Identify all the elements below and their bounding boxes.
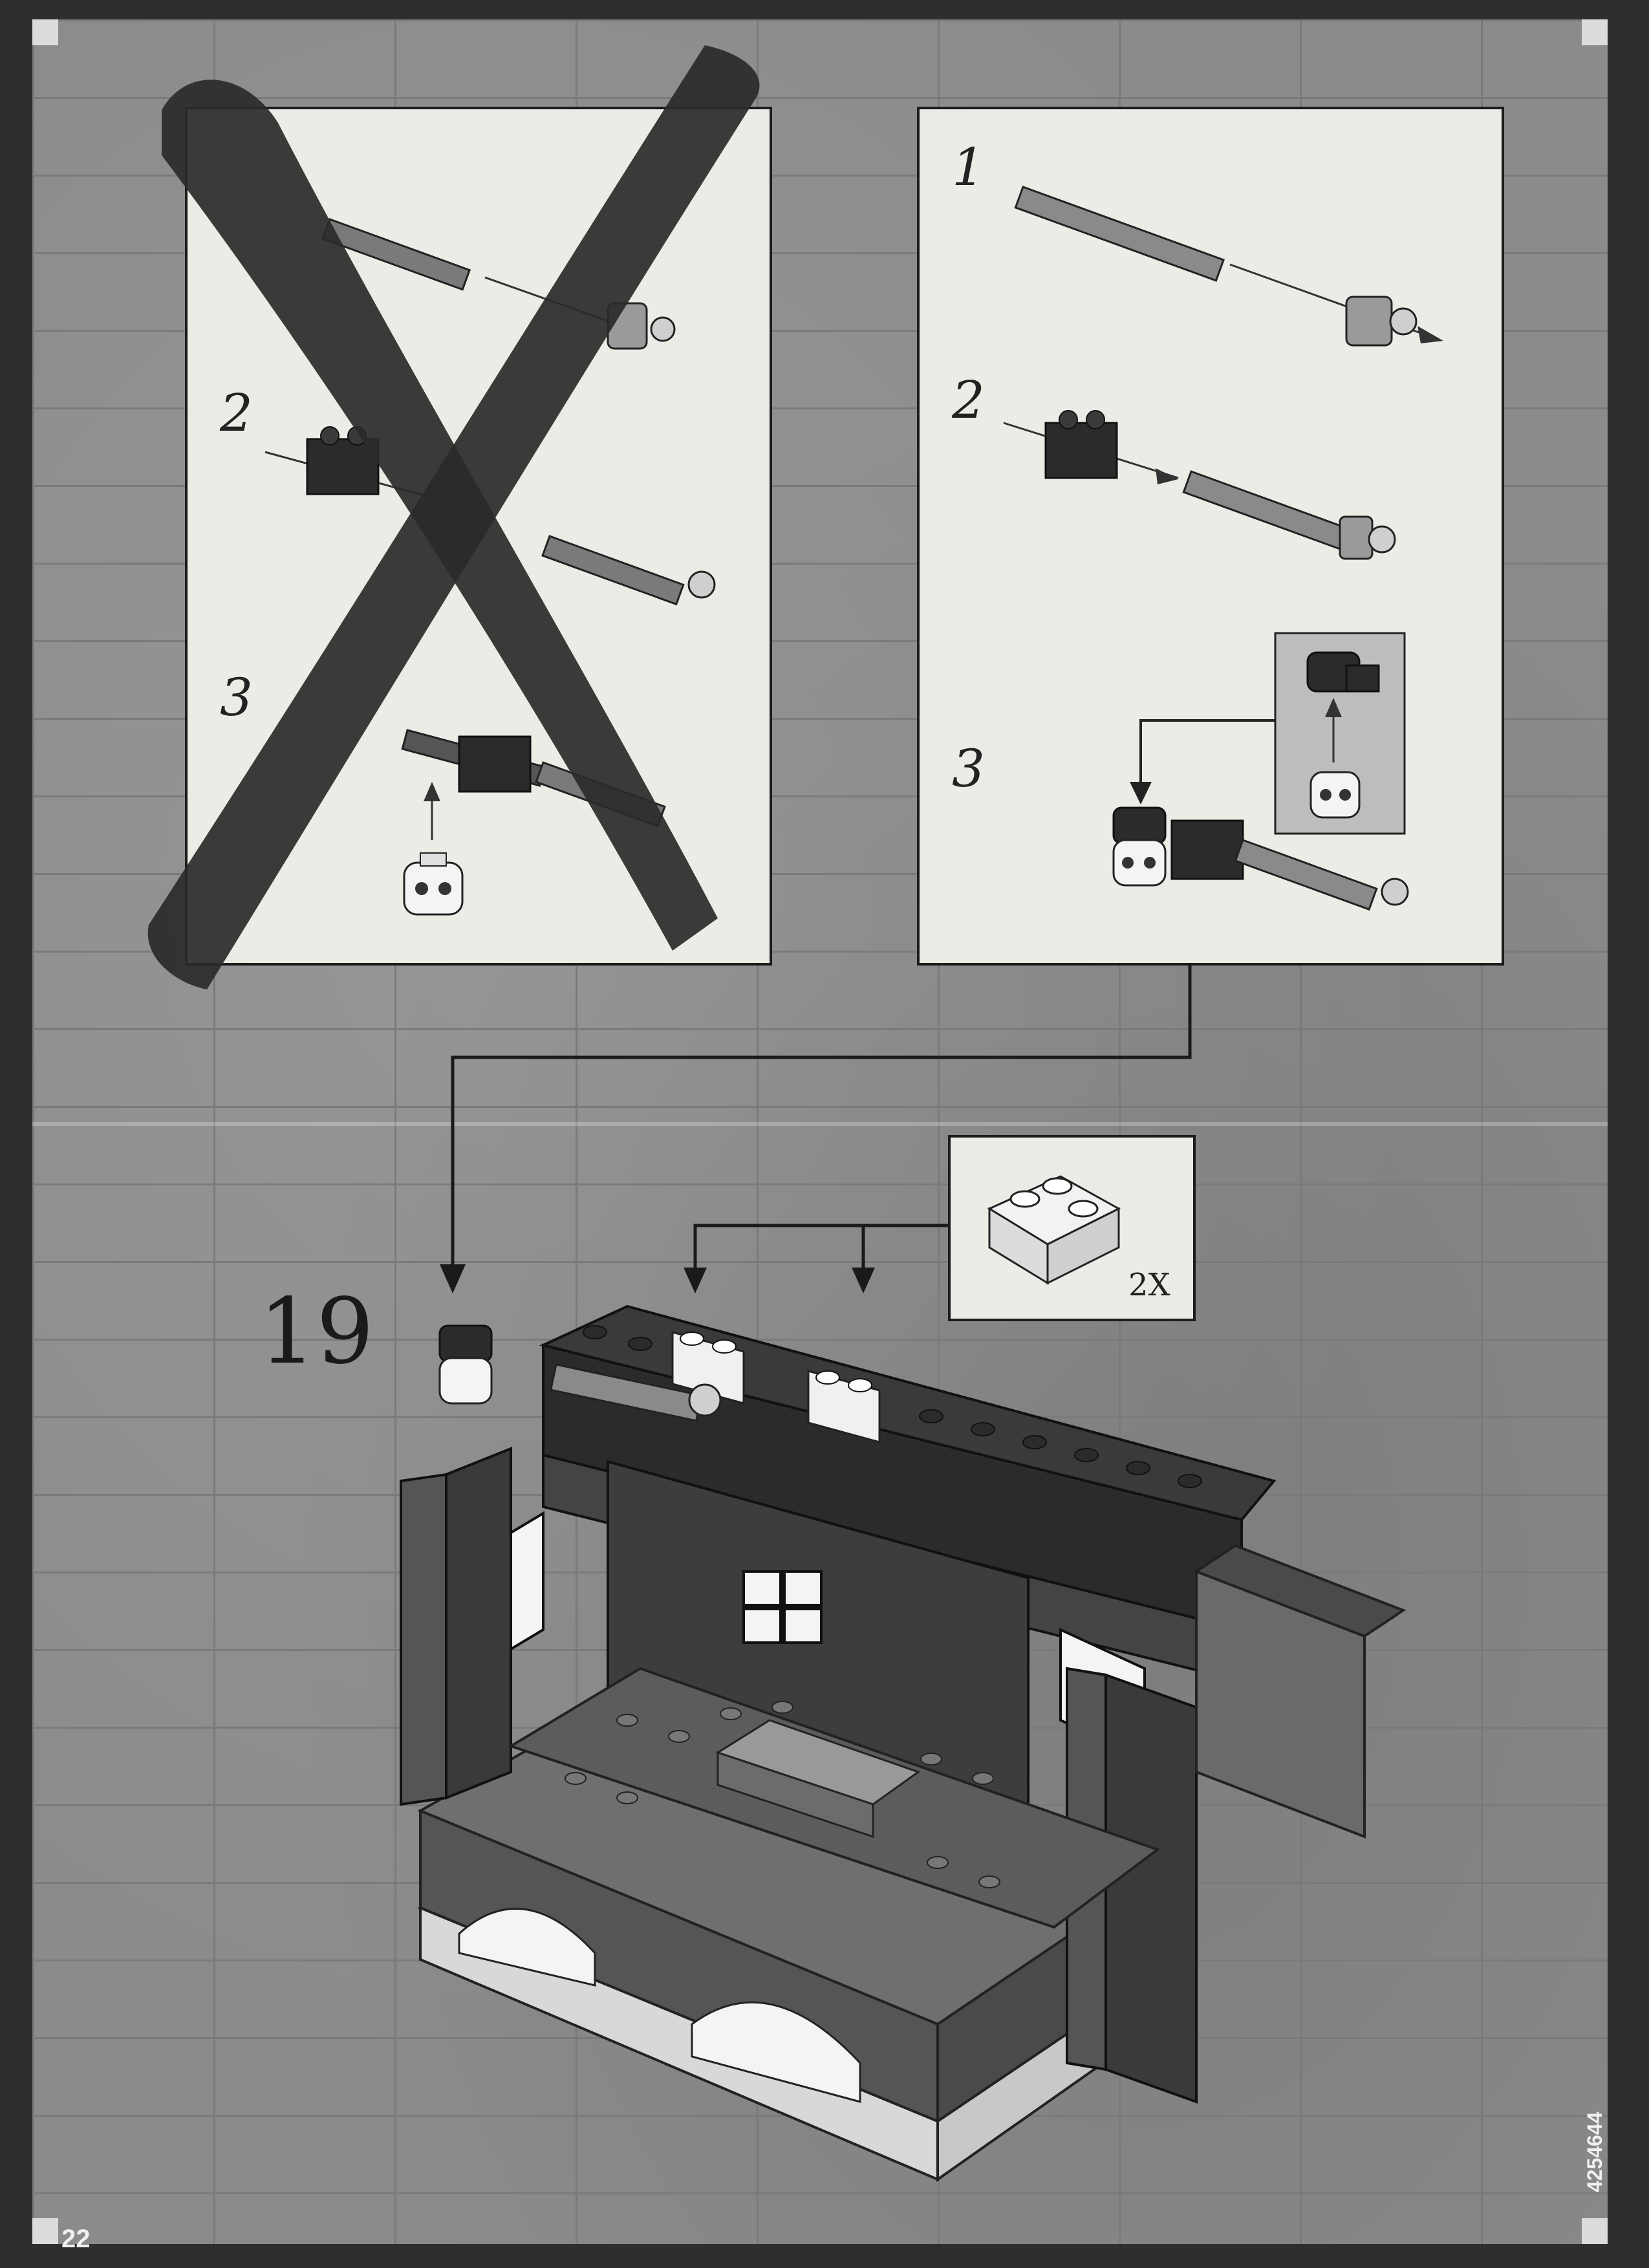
step-number: 3: [220, 667, 253, 728]
crossed-out-panel: 2 3: [185, 107, 772, 966]
step-number: 2: [220, 383, 253, 443]
step-number: 2: [952, 370, 985, 430]
parts-callout: 2X: [948, 1135, 1196, 1321]
cross-out-icon: [147, 45, 760, 989]
axle-with-bush-part: [1182, 470, 1396, 560]
step-number: 3: [952, 739, 985, 799]
bush-part: [1345, 296, 1417, 347]
corner-ornament: [1582, 19, 1608, 45]
product-code: 4254644: [1583, 2111, 1606, 2192]
building-model-illustration: [400, 1304, 1406, 2182]
corner-ornament: [1582, 2218, 1608, 2244]
corner-ornament: [32, 19, 58, 45]
technic-brick-part: [1044, 410, 1118, 479]
corner-ornament: [32, 2218, 58, 2244]
right-panel-illustration: [1003, 186, 1443, 911]
technic-brick-part: [306, 426, 380, 495]
page-number: 22: [61, 2225, 91, 2253]
axle-with-bush-part: [541, 535, 716, 606]
substep-panel: 1 2 3: [917, 107, 1504, 966]
step-number: 1: [952, 137, 985, 197]
assembled-part: [1112, 806, 1409, 911]
left-panel-illustration: [264, 218, 716, 916]
minifig-head-part: [403, 852, 464, 916]
part-quantity: 2X: [1128, 1267, 1170, 1303]
step3-callout-box: [1274, 632, 1406, 835]
assembled-part: [401, 729, 666, 828]
step-number-main: 19: [259, 1279, 374, 1385]
page-fold: [32, 1122, 1608, 1126]
axle-part: [1014, 186, 1225, 282]
slope-brick-icon: [987, 1175, 1121, 1285]
